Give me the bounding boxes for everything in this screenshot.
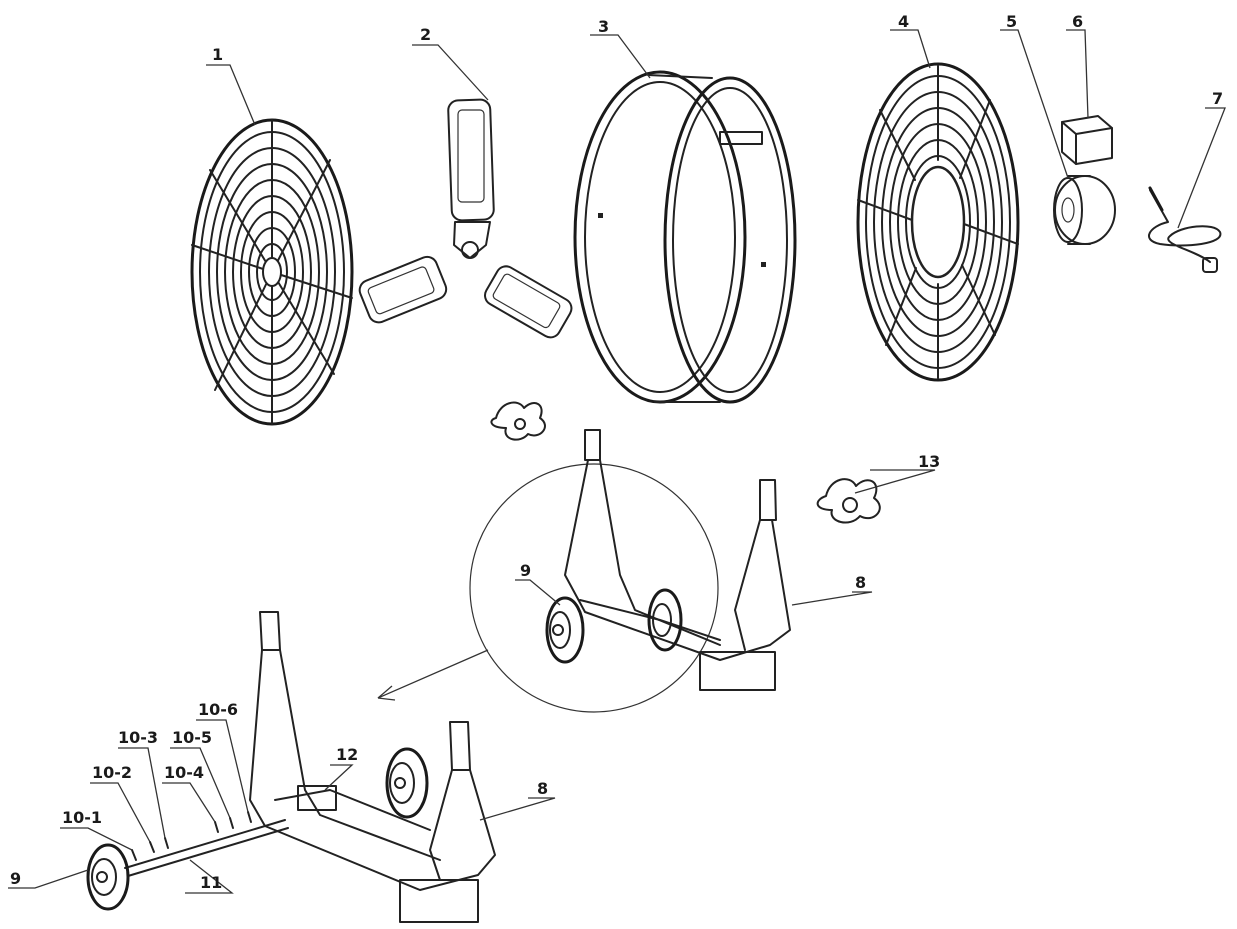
callout-8-lower: 8 [537,779,548,798]
stand-frame-upper [564,429,791,691]
callout-8-upper: 8 [855,573,866,592]
motor [1053,175,1116,245]
wheel-12 [385,747,429,819]
rear-grill-guard [856,62,1020,382]
callout-3: 3 [598,17,609,36]
switch-box [1061,115,1113,165]
callout-10-4: 10-4 [164,763,204,782]
callout-2: 2 [420,25,431,44]
callout-10-5: 10-5 [172,728,212,747]
callout-7: 7 [1212,89,1223,108]
callout-13: 13 [918,452,940,471]
wheel-detail [545,588,683,664]
fan-blade-assembly [358,98,573,339]
callout-9-lower: 9 [10,869,21,888]
front-grill-guard [190,118,354,426]
callout-10-2: 10-2 [92,763,132,782]
callout-labels: 1 2 3 4 5 6 7 13 8 9 8 12 9 11 10-1 10-2… [10,12,1223,892]
callout-10-6: 10-6 [198,700,238,719]
callout-10-1: 10-1 [62,808,102,827]
callout-9-upper: 9 [520,561,531,580]
leader-lines [8,29,1226,894]
callout-1: 1 [212,45,223,64]
callout-11: 11 [200,873,222,892]
knob-13 [816,478,881,524]
drum-housing-ring [573,70,797,404]
callout-10-3: 10-3 [118,728,158,747]
detail-circle [377,463,719,713]
power-cord [1148,186,1222,273]
knob-small [490,401,546,441]
callout-5: 5 [1006,12,1017,31]
axle-and-wheel [86,811,289,911]
callout-6: 6 [1072,12,1083,31]
callout-4: 4 [898,12,909,31]
stand-frame-lower [249,611,496,923]
callout-12: 12 [336,745,358,764]
